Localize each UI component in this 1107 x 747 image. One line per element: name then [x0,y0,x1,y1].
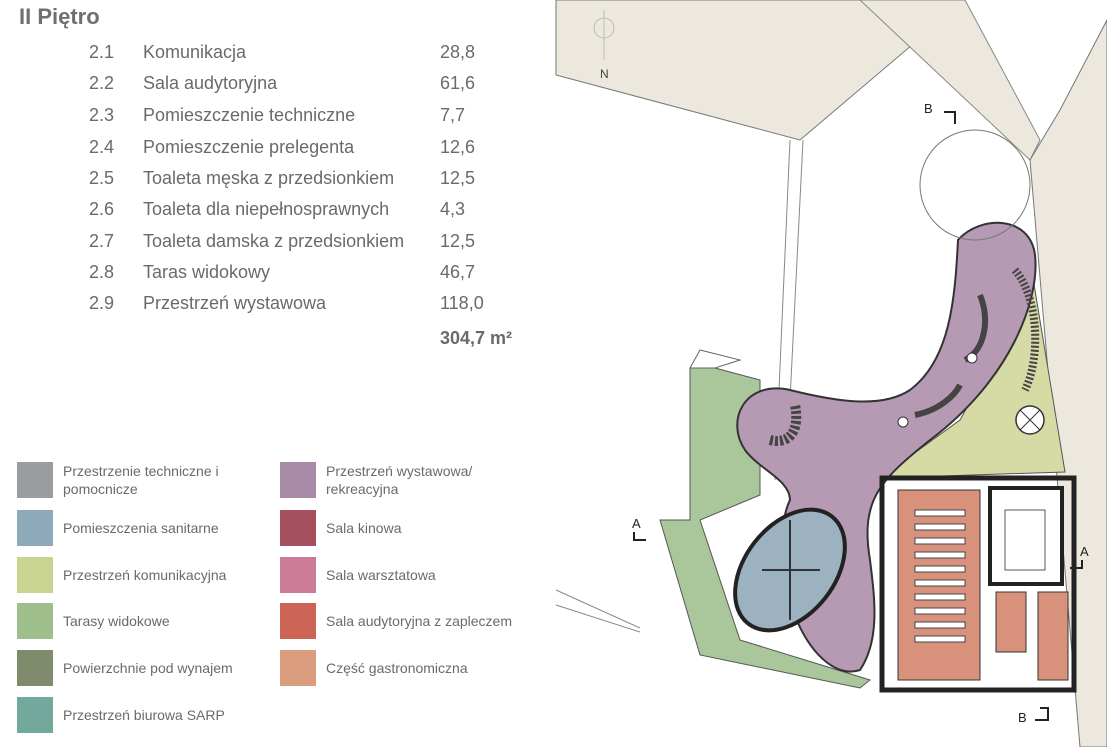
legend-label: Tarasy widokowe [63,613,170,629]
room-name: Pomieszczenie techniczne [143,105,356,125]
floor-title: II Piętro [19,4,100,29]
section-b-top-mark [944,111,956,124]
legend-item-technical: Przestrzenie techniczne i pomocnicze [17,462,267,502]
section-a-left-label: A [632,516,641,531]
legend-label: Przestrzeń wystawowa/ rekreacyjna [326,463,473,497]
context-line [555,604,641,633]
room-number: 2.1 [89,42,115,62]
section-a-left-mark [633,532,646,541]
legend-swatch [280,650,316,686]
room-number: 2.7 [89,231,115,251]
dome-outline [919,129,1031,241]
room-name: Przestrzeń wystawowa [143,293,327,313]
room-number: 2.9 [89,293,115,313]
legend-label: Sala warsztatowa [326,567,436,583]
stair-flight [1004,509,1046,571]
room-number: 2.6 [89,199,115,219]
room-row: 2.7 Toaleta damska z przedsionkiem 12,5 [0,228,540,259]
legend-label: Część gastronomiczna [326,660,468,676]
room-area: 7,7 [440,105,466,125]
speaker-room [995,591,1027,653]
section-b-bottom-mark [1035,707,1049,721]
total-area: 304,7 m² [440,328,513,348]
room-name: Taras widokowy [143,262,271,282]
legend-item-auditorium: Sala audytoryjna z zapleczem [280,603,530,643]
room-name: Pomieszczenie prelegenta [143,137,355,157]
legend-label: Pomieszczenia sanitarne [63,520,219,536]
room-row: 2.3 Pomieszczenie techniczne 7,7 [0,102,540,133]
building-outline [879,475,1077,693]
room-name: Komunikacja [143,42,247,62]
room-row: 2.9 Przestrzeń wystawowa 118,0 [0,290,540,321]
terrace-outer-wall [689,349,742,369]
legend-swatch [17,462,53,498]
room-number: 2.5 [89,168,115,188]
column [897,416,909,428]
room-area: 12,6 [440,137,476,157]
room-name: Sala audytoryjna [143,73,278,93]
legend-item-sarp-office: Przestrzeń biurowa SARP [17,697,267,737]
room-area: 118,0 [440,293,484,313]
room-row: 2.4 Pomieszczenie prelegenta 12,6 [0,134,540,165]
north-label: N [600,67,609,81]
legend-label: Przestrzeń biurowa SARP [63,707,225,723]
context-line [555,589,641,629]
terrace-area [659,367,872,689]
legend-label: Sala kinowa [326,520,402,536]
room-row: 2.8 Taras widokowy 46,7 [0,259,540,290]
legend-swatch [280,510,316,546]
auditorium-seating [914,509,966,643]
legend-swatch [17,557,53,593]
room-row: 2.2 Sala audytoryjna 61,6 [0,70,540,101]
legend-swatch [17,510,53,546]
room-name: Toaleta dla niepełnosprawnych [143,199,390,219]
legend-label: Sala audytoryjna z zapleczem [326,613,512,629]
legend-swatch [280,557,316,593]
section-a-right-mark [1070,560,1083,569]
legend-item-workshop: Sala warsztatowa [280,557,530,597]
legend-swatch [17,650,53,686]
legend-item-exhibition: Przestrzeń wystawowa/ rekreacyjna [280,462,530,502]
room-row: 2.6 Toaleta dla niepełnosprawnych 4,3 [0,196,540,227]
room-number: 2.2 [89,73,115,93]
legend-item-rental: Powierzchnie pod wynajem [17,650,267,690]
legend-item-communication: Przestrzeń komunikacyjna [17,557,267,597]
section-b-top-label: B [924,101,933,116]
room-area: 61,6 [440,73,476,93]
bench-curve [914,383,963,418]
stair-arc [1011,267,1040,392]
legend-label: Przestrzeń komunikacyjna [63,567,227,583]
room-row: 2.1 Komunikacja 28,8 [0,39,540,70]
room-name: Toaleta męska z przedsionkiem [143,168,395,188]
room-area: 28,8 [440,42,476,62]
column [966,352,978,364]
amphitheater-seats [768,404,802,446]
section-b-bottom-label: B [1018,710,1027,725]
room-number: 2.4 [89,137,115,157]
legend-swatch [17,697,53,733]
legend-item-cinema: Sala kinowa [280,510,530,550]
neighbor-building-top-right [859,0,1041,161]
room-number: 2.3 [89,105,115,125]
legend-swatch [280,462,316,498]
room-area: 12,5 [440,231,476,251]
legend-swatch [280,603,316,639]
room-row: 2.5 Toaleta męska z przedsionkiem 12,5 [0,165,540,196]
neighbor-building-top [555,0,966,141]
room-number: 2.8 [89,262,115,282]
room-area: 46,7 [440,262,476,282]
floor-plan: N B B A A [555,0,1107,747]
legend-item-terraces: Tarasy widokowe [17,603,267,643]
technical-room [1037,591,1069,681]
legend-item-sanitary: Pomieszczenia sanitarne [17,510,267,550]
legend-item-gastronomy: Część gastronomiczna [280,650,530,690]
room-name: Toaleta damska z przedsionkiem [143,231,405,251]
section-a-right-label: A [1080,544,1089,559]
room-area: 4,3 [440,199,466,219]
legend-label: Powierzchnie pod wynajem [63,660,233,676]
stair-core [988,486,1064,586]
room-area: 12,5 [440,168,476,188]
legend-swatch [17,603,53,639]
legend-label: Przestrzenie techniczne i pomocnicze [63,463,219,497]
